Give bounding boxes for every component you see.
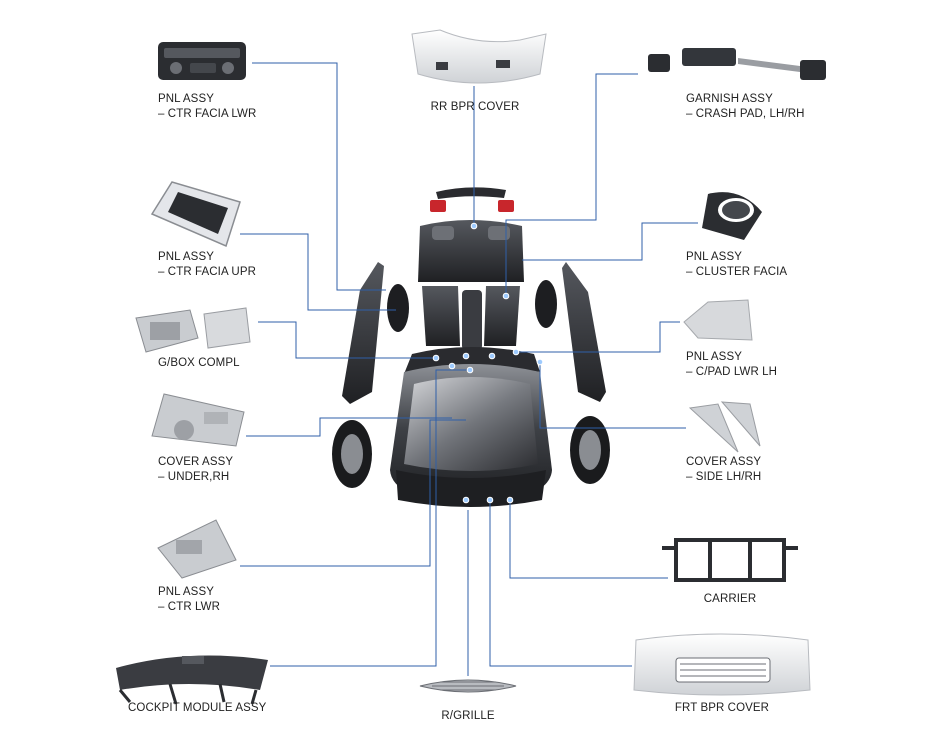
dot [448,362,456,370]
label-line: G/BOX COMPL [158,357,240,369]
connector-ctr-facia-upr [240,233,396,311]
label-r-grille: R/GRILLE [420,709,516,724]
cockpit-module-icon [116,655,268,705]
car-illustration [332,187,610,507]
connector-garnish [505,73,638,296]
label-line: – CTR FACIA LWR [158,108,257,120]
label-line: COCKPIT MODULE ASSY [128,702,267,714]
wheel-front-right-rim [579,430,601,470]
connector-carrier [509,500,668,579]
dot [432,354,440,362]
front-seat-right [484,286,520,346]
label-frt-bpr-cover: FRT BPR COVER [660,701,784,716]
dot [486,496,494,504]
label-line: – CRASH PAD, LH/RH [686,108,805,120]
connector-under-rh [246,417,452,437]
dot [502,292,510,300]
dot [466,366,474,374]
dot [462,352,470,360]
under-cover-icon [151,393,245,447]
rear-headrest-right [488,226,510,240]
label-pnl-cluster-facia: PNL ASSY – CLUSTER FACIA [686,250,787,280]
connector-side [539,362,686,429]
connector-g-box [258,321,436,359]
glove-box-icon [135,307,251,353]
label-line: – CTR LWR [158,601,221,613]
connector-ctr-lwr [240,419,466,567]
label-line: PNL ASSY [686,351,742,363]
connector-cockpit [270,369,470,667]
tail-light-right [498,200,514,212]
connector-lines [240,62,698,676]
connector-ctr-facia-lwr [252,62,386,291]
label-carrier: CARRIER [676,592,784,607]
crash-pad-lower-icon [683,299,753,341]
center-lower-panel-icon [157,519,237,579]
label-line: PNL ASSY [158,93,214,105]
connector-c-pad-lwr [516,321,680,353]
front-bumper-cover-icon [633,633,811,696]
cluster-facia-icon [702,192,762,240]
radiator-grille-icon [419,679,517,693]
rear-spoiler [436,187,506,199]
label-pnl-ctr-facia-upr: PNL ASSY – CTR FACIA UPR [158,250,256,280]
label-cockpit-module: COCKPIT MODULE ASSY [128,701,266,716]
connector-dots [432,222,544,504]
label-line: – SIDE LH/RH [686,471,762,483]
center-facia-lower-icon [158,42,246,80]
dot [536,358,544,366]
label-line: PNL ASSY [158,586,214,598]
dot [488,352,496,360]
center-console [462,290,482,350]
label-g-box-compl: G/BOX COMPL [158,356,240,371]
front-carrier-icon [662,538,798,582]
dot [506,496,514,504]
label-cover-side-lh-rh: COVER ASSY – SIDE LH/RH [686,455,761,485]
label-line: GARNISH ASSY [686,93,773,105]
label-line: RR BPR COVER [430,101,520,113]
side-cover-icon [688,401,761,453]
label-line: – CLUSTER FACIA [686,266,788,278]
connector-cluster-facia [522,222,698,261]
label-line: CARRIER [703,593,757,605]
label-pnl-c-pad-lwr-lh: PNL ASSY – C/PAD LWR LH [686,350,777,380]
label-line: PNL ASSY [158,251,214,263]
label-cover-under-rh: COVER ASSY – UNDER,RH [158,455,233,485]
label-rr-bpr-cover: RR BPR COVER [416,100,534,115]
label-line: R/GRILLE [441,710,495,722]
car-hood [404,377,538,471]
dot [462,496,470,504]
wheel-rear-left [387,284,409,332]
label-line: FRT BPR COVER [674,702,770,714]
label-garnish-crash-pad: GARNISH ASSY – CRASH PAD, LH/RH [686,92,805,122]
label-line: COVER ASSY [158,456,234,468]
tail-light-left [430,200,446,212]
connector-frt-bpr [489,500,632,667]
label-pnl-ctr-facia-lwr: PNL ASSY – CTR FACIA LWR [158,92,256,122]
dot [470,222,478,230]
door-right [562,262,606,402]
front-seat-left [422,286,460,346]
rear-headrest-left [432,226,454,240]
label-line: – CTR FACIA UPR [158,266,256,278]
door-left [342,262,384,404]
rear-bumper-cover-icon [411,29,547,84]
label-line: COVER ASSY [686,456,762,468]
label-line: – UNDER,RH [158,471,230,483]
center-facia-upper-icon [150,181,241,248]
wheel-rear-right [535,280,557,328]
label-line: – C/PAD LWR LH [686,366,778,378]
crash-pad-garnish-icon [648,48,826,80]
wheel-front-left-rim [341,434,363,474]
label-pnl-ctr-lwr: PNL ASSY – CTR LWR [158,585,220,615]
label-line: PNL ASSY [686,251,742,263]
dot [512,348,520,356]
